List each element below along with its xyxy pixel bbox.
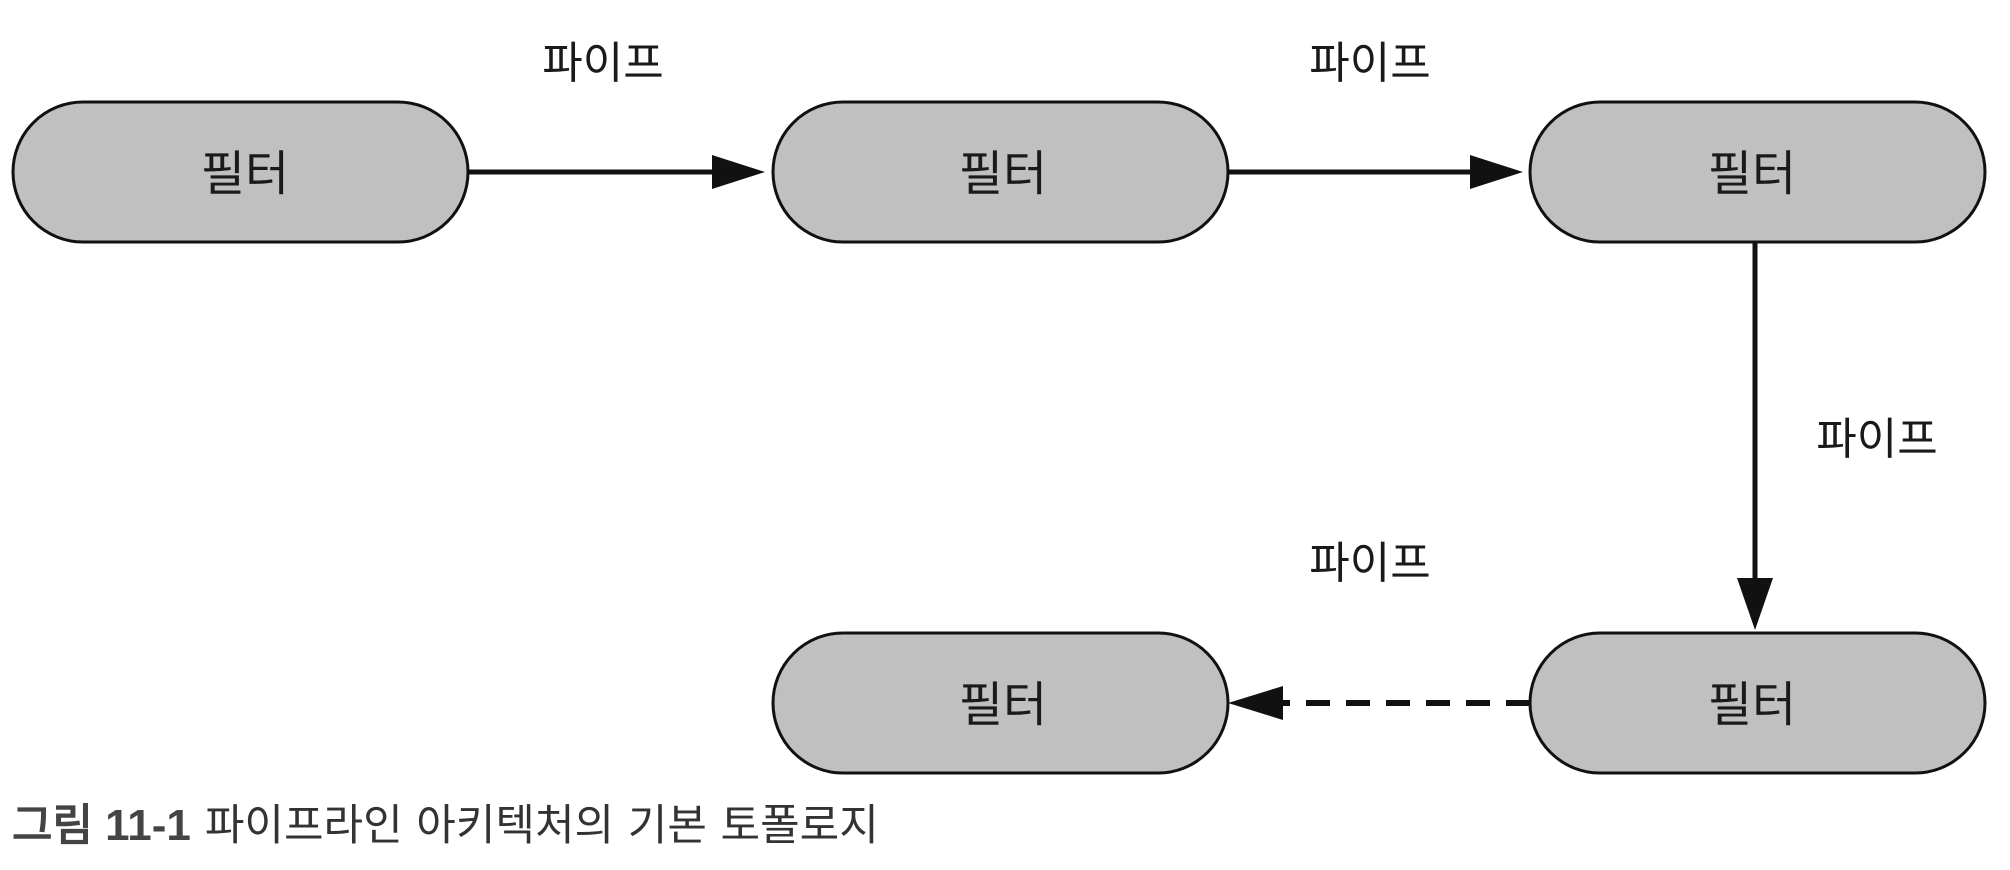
filter-2-shape (771, 100, 1230, 244)
pipe-2: 파이프 (1223, 38, 1523, 189)
filter-3-shape (1528, 100, 1987, 244)
pipe-4: 파이프 (1228, 538, 1530, 720)
filter-2: 필터 (771, 100, 1230, 244)
figure-caption: 그림 11-1 파이프라인 아키텍처의 기본 토폴로지 (12, 796, 879, 856)
filter-1: 필터 (11, 100, 470, 244)
filter-5-shape (771, 631, 1230, 775)
figure-number: 그림 11-1 (12, 801, 191, 850)
filter-5: 필터 (771, 631, 1230, 775)
pipe-1: 파이프 (465, 38, 765, 189)
filter-3-label: 필터 (1708, 146, 1796, 202)
filter-4: 필터 (1528, 631, 1987, 775)
filter-5-label: 필터 (959, 677, 1047, 733)
filter-1-label: 필터 (201, 146, 289, 202)
figure-title: 파이프라인 아키텍처의 기본 토폴로지 (204, 801, 879, 851)
pipe-4-label: 파이프 (1309, 538, 1430, 589)
pipe-2-arrowhead (1470, 155, 1523, 189)
filter-1-shape (11, 100, 470, 244)
filter-4-label: 필터 (1708, 677, 1796, 733)
pipe-1-label: 파이프 (542, 38, 663, 89)
pipe-2-label: 파이프 (1309, 38, 1430, 89)
pipe-3-label: 파이프 (1816, 414, 1937, 465)
filter-3: 필터 (1528, 100, 1987, 244)
filter-2-label: 필터 (959, 146, 1047, 202)
pipe-4-arrowhead (1228, 686, 1283, 720)
pipe-3: 파이프 (1737, 242, 1938, 630)
pipe-1-arrowhead (712, 155, 765, 189)
pipe-3-arrowhead (1737, 578, 1773, 630)
filter-4-shape (1528, 631, 1987, 775)
